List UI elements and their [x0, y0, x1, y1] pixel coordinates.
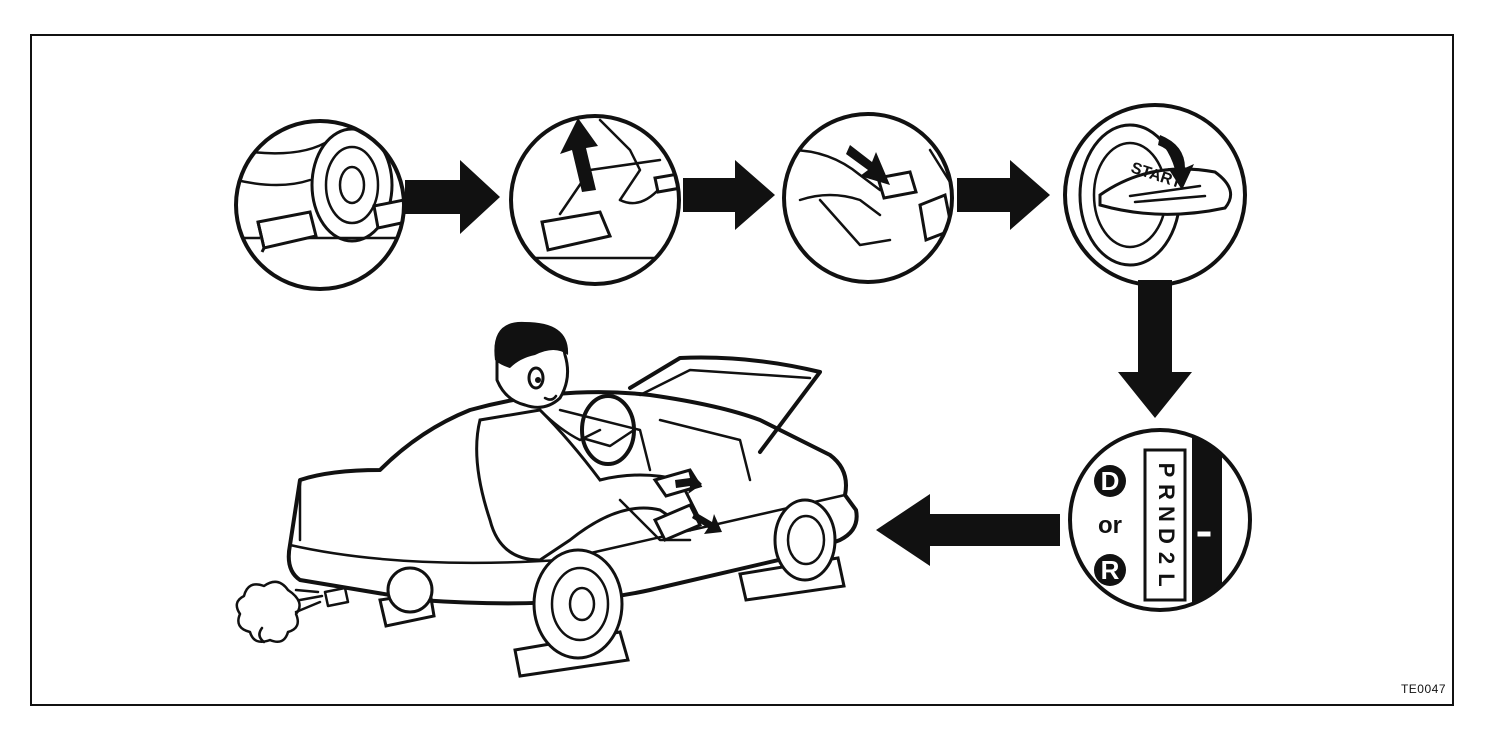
- or-connector: or: [1098, 512, 1122, 539]
- step2-parking-brake-icon: [509, 114, 681, 286]
- arrow-3-icon: [957, 160, 1050, 230]
- gear-position-4: 2: [1154, 552, 1179, 564]
- figure-code: TE0047: [1400, 682, 1446, 696]
- arrow-1-icon: [405, 160, 500, 234]
- reverse-letter: R: [1101, 555, 1120, 585]
- shift-mode-selector: D or R: [1094, 465, 1126, 586]
- gear-position-1: R: [1154, 484, 1179, 500]
- gear-position-5: L: [1154, 573, 1179, 586]
- step4-ignition-key-icon: START: [1063, 103, 1247, 287]
- figure-frame: [30, 34, 1454, 706]
- step1-wheel-chock-icon: [234, 119, 406, 291]
- arrow-4-icon: [1118, 280, 1192, 418]
- step3-brake-pedal-icon: [782, 112, 954, 284]
- arrow-2-icon: [683, 160, 775, 230]
- gear-position-0: P: [1154, 463, 1179, 478]
- gear-position-2: N: [1154, 506, 1179, 522]
- step6-car-engine-running-icon: [235, 321, 859, 678]
- drive-letter: D: [1101, 466, 1120, 496]
- gear-position-3: D: [1154, 528, 1179, 544]
- arrow-5-icon: [876, 494, 1060, 566]
